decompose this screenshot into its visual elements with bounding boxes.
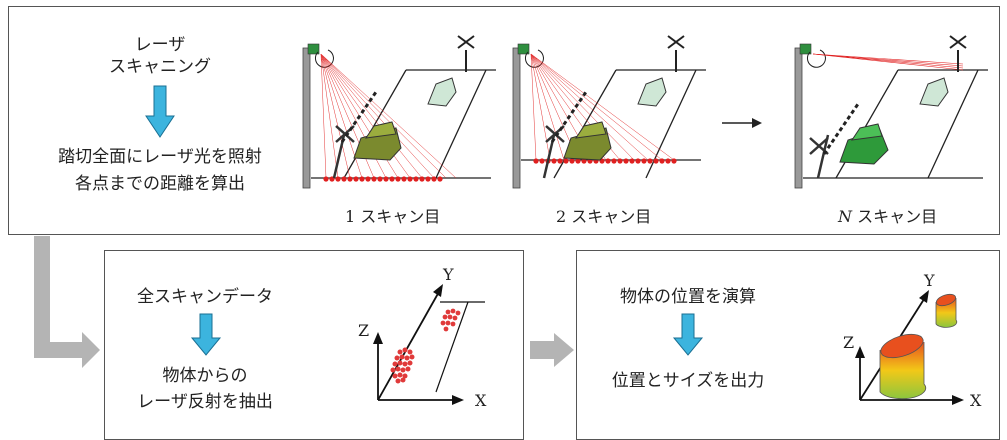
- axis-z-label: Z: [358, 321, 369, 340]
- laser-scanning-panel: [8, 6, 1000, 235]
- object-cylinder-large: [879, 333, 927, 400]
- desc-line-1: 踏切全面にレーザ光を照射: [58, 147, 262, 167]
- axis-x-label: X: [475, 391, 487, 410]
- extract-line-2: 物体からの: [162, 366, 248, 386]
- scan-n-illustration: [794, 35, 988, 189]
- scan-1-illustration: [302, 35, 496, 189]
- axis-y-label: Y: [442, 265, 454, 284]
- connector-arrow-left: [34, 236, 100, 368]
- point-cluster-far: [440, 308, 461, 332]
- crossing-gate-icon: [809, 103, 860, 179]
- crossing-signal-icon: [949, 35, 967, 72]
- connector-arrow-middle: [530, 333, 574, 367]
- reflection-points: [323, 176, 443, 182]
- computation-panel: [576, 250, 1000, 440]
- extract-line-3: レーザ反射を抽出: [137, 392, 273, 412]
- extraction-panel: [104, 250, 524, 440]
- laser-scanning-description: 踏切全面にレーザ光を照射 各点までの距離を算出: [20, 146, 300, 195]
- light-car-icon: [427, 77, 457, 107]
- crossing-signal-icon: [667, 35, 685, 72]
- scan-1-caption: 1 スキャン目: [345, 207, 441, 226]
- crossing-gate-icon: [332, 91, 378, 179]
- extract-lines-2-3: 物体からの レーザ反射を抽出: [120, 365, 290, 413]
- axis-x-label: X: [970, 391, 982, 410]
- axis-z-label: Z: [843, 333, 854, 352]
- point-cluster-near: [390, 347, 415, 384]
- down-arrow-icon: [672, 313, 704, 356]
- light-car-icon: [637, 77, 667, 107]
- point-cloud-plot: X Y Z: [358, 265, 487, 410]
- heading-line-2: スキャニング: [109, 57, 211, 77]
- scan-n-caption: N スキャン目: [838, 207, 938, 226]
- olive-car-icon: [353, 121, 402, 161]
- down-arrow-icon: [145, 85, 175, 138]
- crossing-signal-icon: [457, 35, 475, 72]
- laser-scanning-heading: レーザ スキャニング: [100, 34, 220, 78]
- heading-line-1: レーザ: [134, 35, 186, 55]
- olive-car-icon: [563, 121, 612, 161]
- desc-line-2: 各点までの距離を算出: [75, 174, 245, 194]
- crossing-gate-icon: [542, 91, 588, 179]
- right-arrow-icon: [722, 118, 762, 128]
- extract-line-1: 全スキャンデータ: [137, 287, 273, 307]
- compute-line-1: 物体の位置を演算: [620, 287, 756, 307]
- object-position-plot: X Y Z: [843, 271, 982, 410]
- compute-line-2: 位置とサイズを出力: [611, 371, 765, 391]
- light-car-icon: [919, 77, 949, 107]
- scan-2-illustration: [512, 35, 706, 189]
- scan-2-caption: 2 スキャン目: [556, 207, 652, 226]
- object-cylinder-small: [935, 293, 958, 328]
- reflection-points: [533, 158, 677, 164]
- down-arrow-icon: [190, 313, 222, 356]
- laser-beams: [812, 53, 964, 71]
- green-car-icon: [839, 123, 889, 165]
- axis-y-label: Y: [923, 271, 935, 290]
